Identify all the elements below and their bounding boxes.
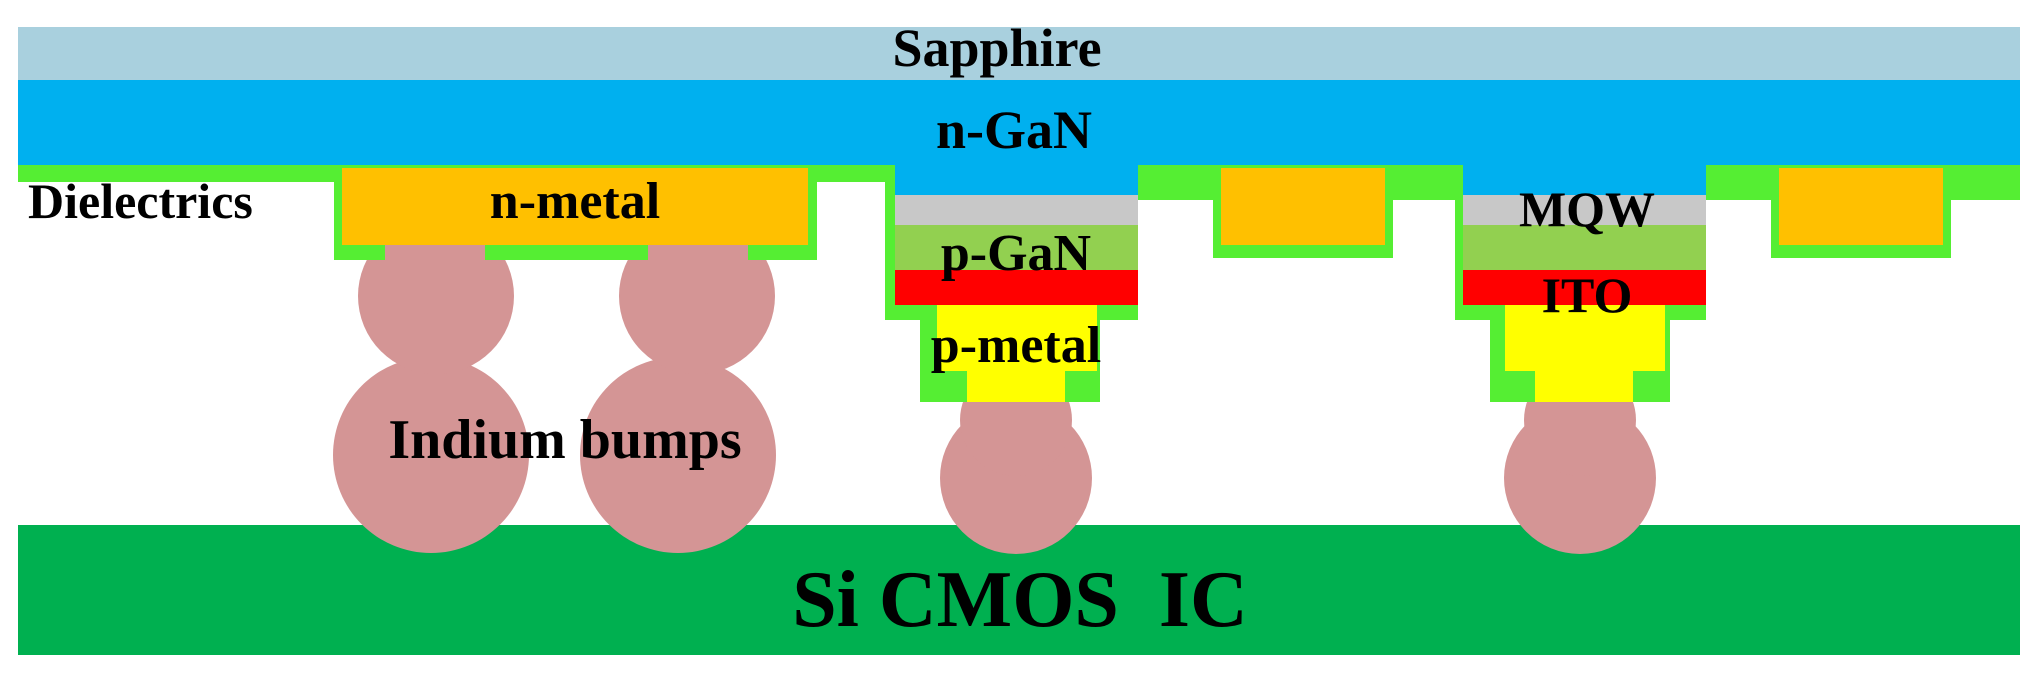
p-metal-window-2 — [1535, 371, 1633, 402]
sapphire-layer — [18, 27, 2020, 81]
bump-neck-1 — [385, 245, 485, 260]
mqw-layer-1 — [895, 195, 1138, 225]
p-gan-layer-1 — [895, 225, 1138, 270]
n-metal-contact-2 — [1221, 168, 1385, 245]
si-cmos-ic-label: Si CMOS IC — [792, 556, 1248, 644]
n-metal-contact-3 — [1779, 168, 1943, 245]
p-gan-label: p-GaN — [941, 225, 1091, 282]
sapphire-label: Sapphire — [892, 18, 1101, 78]
left-window — [18, 182, 334, 200]
n-gan-label: n-GaN — [936, 100, 1092, 160]
p-metal-contact-1 — [937, 305, 1097, 371]
led-mesa-2 — [1463, 195, 1706, 402]
indium-bump-2 — [580, 218, 776, 553]
dielectrics-label: Dielectrics — [28, 173, 253, 229]
bump-neck-3 — [972, 402, 1060, 412]
n-gan-layer — [18, 80, 2020, 195]
p-metal-window-1 — [967, 371, 1065, 402]
n-metal-contact-1 — [342, 168, 808, 245]
indium-bump-1-lower — [333, 357, 529, 553]
n-metal-contacts — [342, 168, 1943, 245]
indium-bump-2-lower — [580, 357, 776, 553]
led-mesa-1 — [895, 195, 1138, 402]
ito-layer-1 — [895, 270, 1138, 305]
p-metal-label: p-metal — [931, 317, 1101, 374]
mqw-label: MQW — [1519, 181, 1655, 237]
bump-neck-4 — [1540, 402, 1628, 412]
bump-neck-2 — [648, 245, 748, 260]
indium-bump-1 — [333, 218, 529, 553]
mqw-layer-2 — [1463, 195, 1706, 225]
p-metal-contact-2 — [1505, 305, 1665, 371]
ito-label: ITO — [1542, 267, 1633, 323]
gap-window-1 — [817, 182, 885, 200]
n-metal-label: n-metal — [490, 173, 660, 230]
indium-bumps-label: Indium bumps — [388, 409, 741, 471]
ito-layer-2 — [1463, 270, 1706, 305]
p-gan-layer-2 — [1463, 225, 1706, 270]
